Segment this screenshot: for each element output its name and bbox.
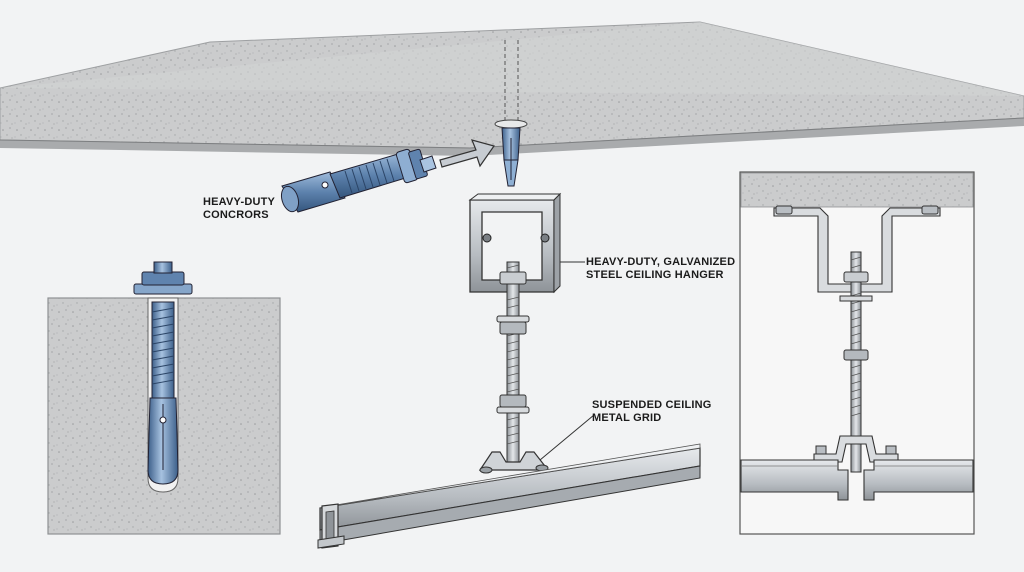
threaded-rod [496,261,530,463]
label-anchors-line1: HEAVY-DUTY [203,196,276,208]
label-hanger-line1: HEAVY-DUTY, GALVANIZED [586,256,736,268]
leader-lines [539,261,595,461]
label-anchors: HEAVY-DUTY CONCRORS [203,196,276,222]
label-hanger-line2: STEEL CEILING HANGER [586,269,724,281]
ceiling-grid-rail [317,443,701,549]
insert-arrow [439,139,495,168]
inset-section-detail [739,171,975,535]
label-anchors-line2: CONCRORS [203,209,269,221]
label-grid: SUSPENDED CEILING METAL GRID [592,399,712,425]
inset-anchor-detail [47,261,281,535]
anchor-in-hole [501,127,521,187]
anchor-bolt-horizontal [280,148,437,213]
grid-clip [478,451,550,474]
label-grid-line1: SUSPENDED CEILING [592,399,712,411]
main-hanger-bracket [468,192,562,294]
label-grid-line2: METAL GRID [592,412,662,424]
label-hanger: HEAVY-DUTY, GALVANIZED STEEL CEILING HAN… [586,256,735,282]
concrete-ceiling-slab [0,21,1024,156]
